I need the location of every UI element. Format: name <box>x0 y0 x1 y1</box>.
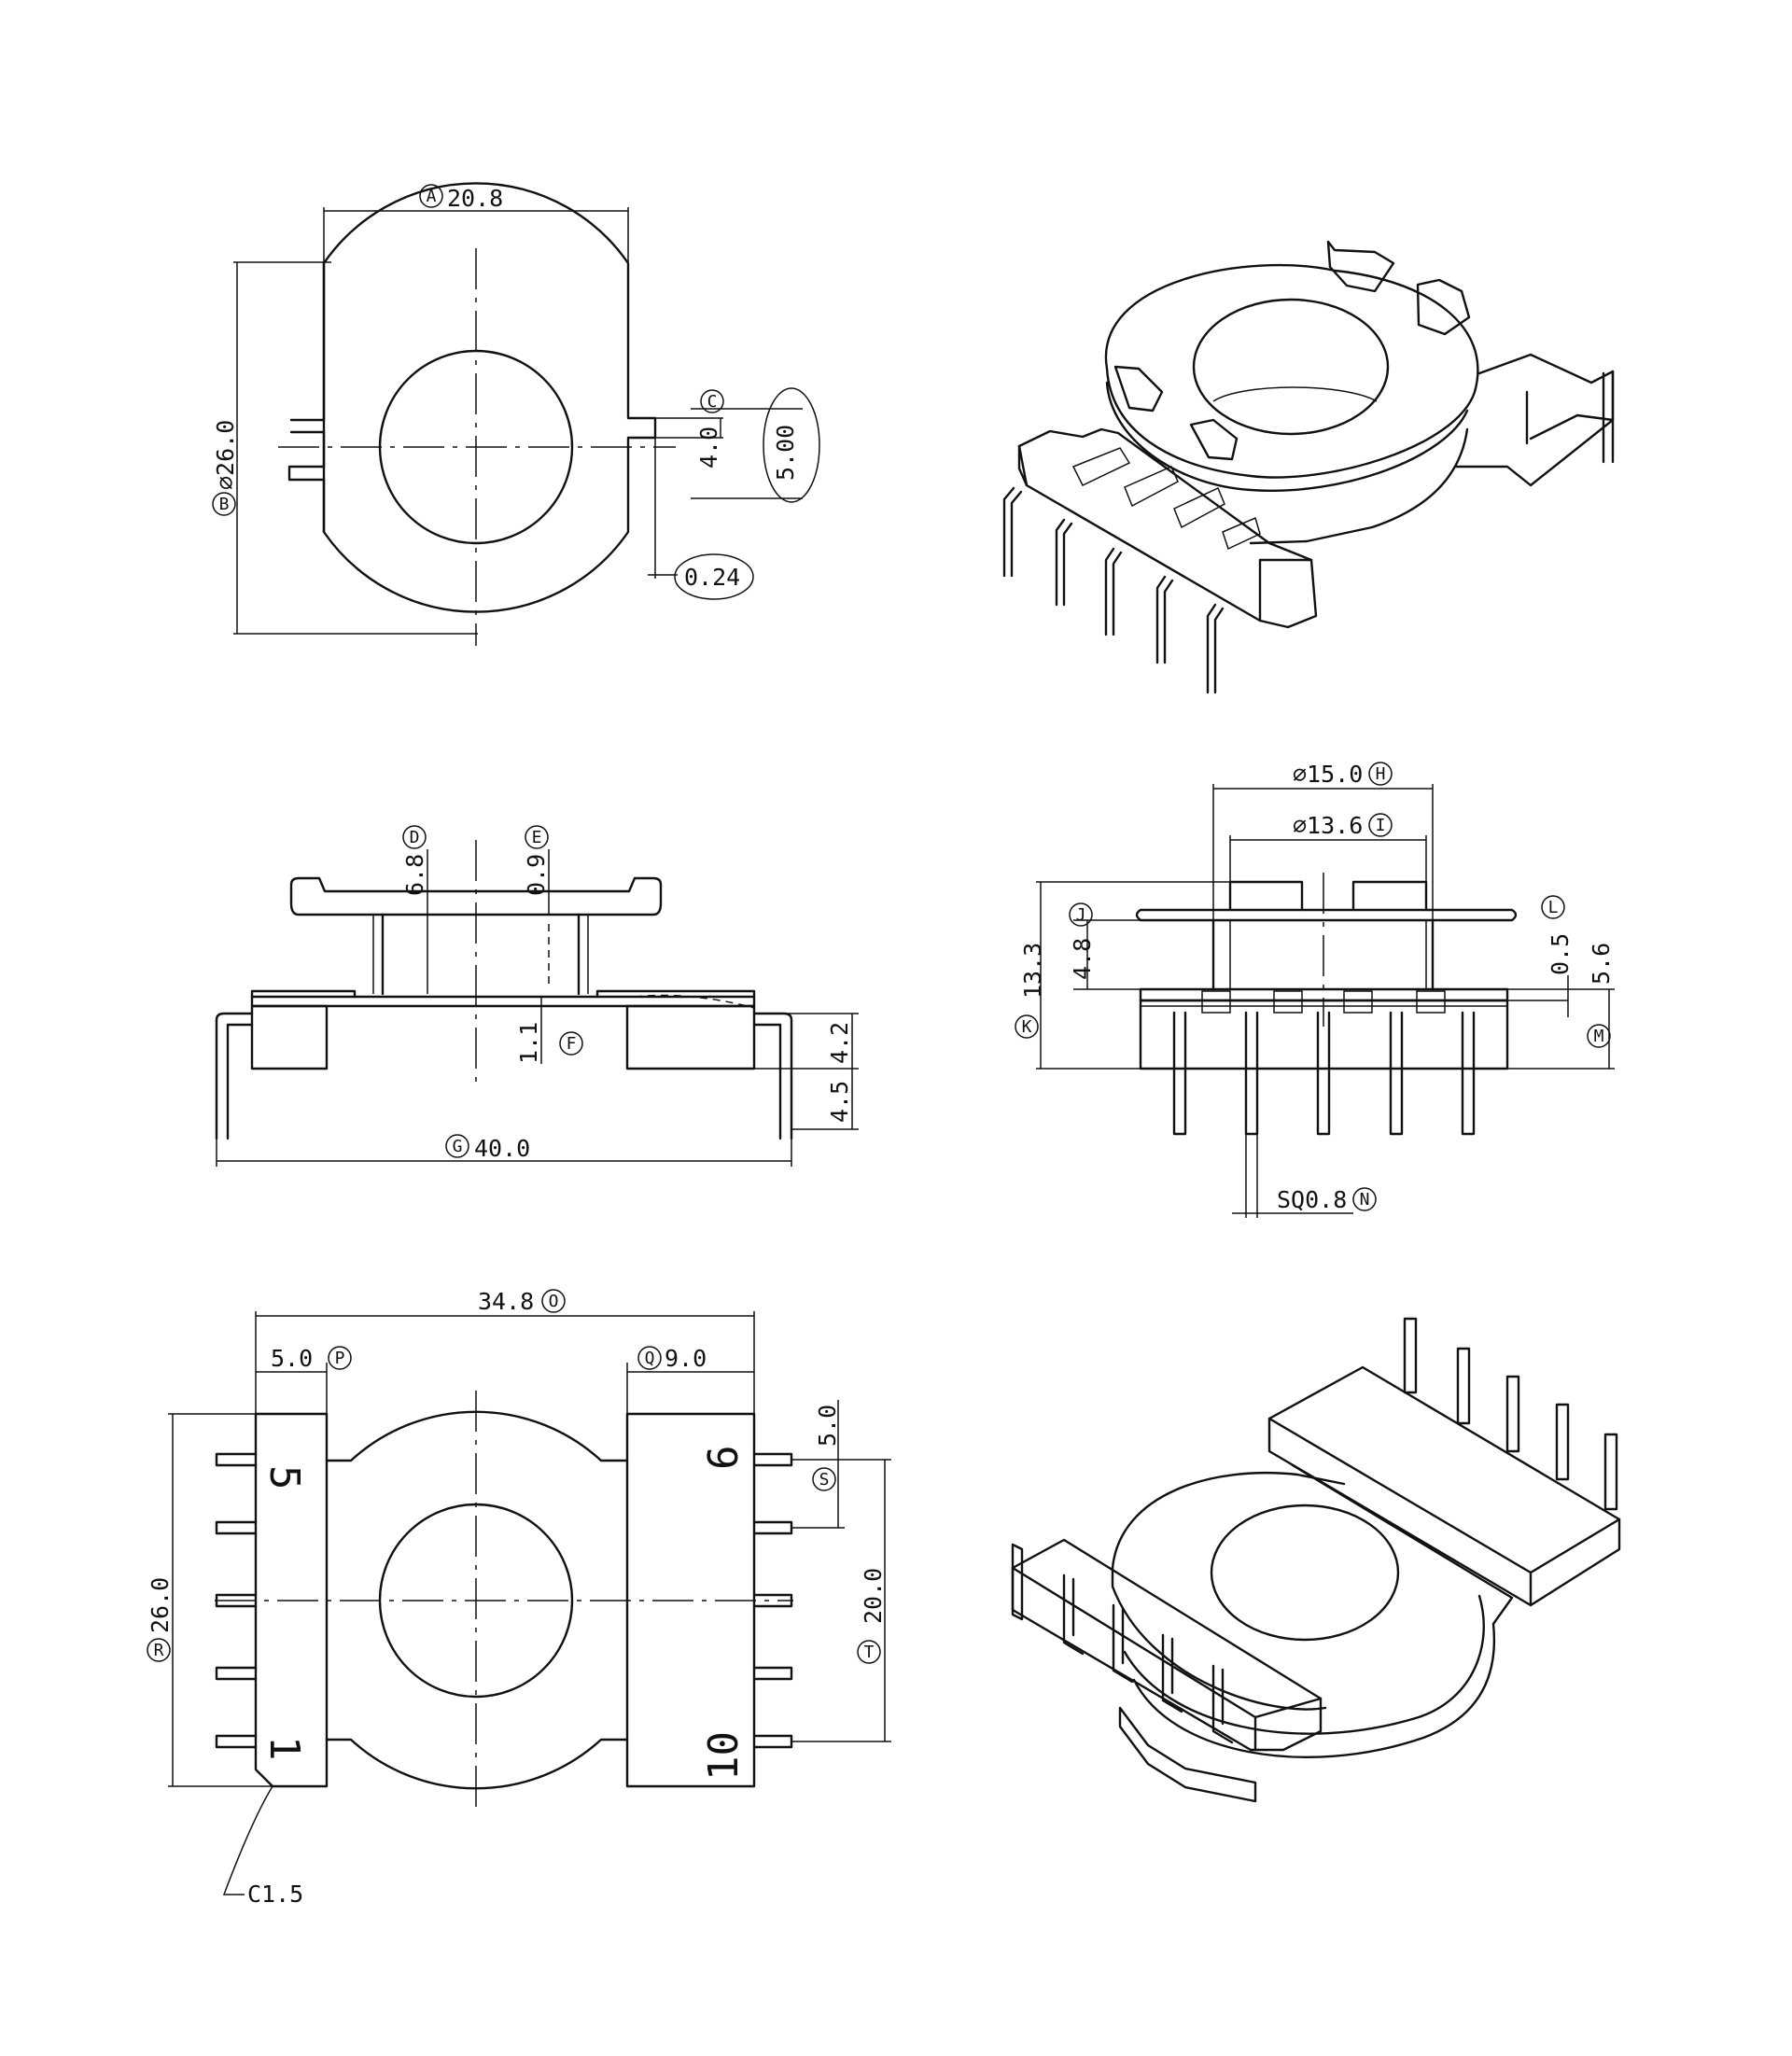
dim-E: 0.9 <box>523 854 550 896</box>
svg-text:C: C <box>707 392 718 412</box>
dim-N: SQ0.8 <box>1277 1186 1347 1213</box>
dim-C-box-frame <box>763 387 820 503</box>
dim-Q: 9.0 <box>665 1345 707 1372</box>
svg-text:B: B <box>219 495 230 514</box>
svg-text:Q: Q <box>645 1349 655 1368</box>
isometric-view-bottom <box>1011 1317 1621 1803</box>
svg-text:D: D <box>410 828 420 847</box>
top-view: A 20.8 B ⌀26.0 C 4.0 5.00 0.24 <box>212 182 820 646</box>
bubble-N: N <box>1352 1187 1377 1211</box>
isometric-view-top <box>1002 240 1615 694</box>
bubble-K: K <box>1015 1014 1039 1039</box>
svg-text:J: J <box>1076 905 1086 925</box>
pin-label-6: 6 <box>700 1446 748 1471</box>
svg-text:G: G <box>453 1137 463 1156</box>
svg-text:N: N <box>1360 1190 1370 1210</box>
bubble-M: M <box>1587 1024 1611 1048</box>
dim-4-2: 4.2 <box>826 1022 853 1064</box>
dim-O: 34.8 <box>478 1288 534 1315</box>
dim-M: 5.6 <box>1588 943 1615 985</box>
pin-label-5: 5 <box>260 1465 308 1490</box>
dim-chamfer: C1.5 <box>247 1881 303 1908</box>
svg-text:L: L <box>1548 898 1559 917</box>
bottom-view: 5 1 6 10 34.8 O 5.0 P Q 9.0 R 26.0 5.0 S… <box>147 1288 891 1908</box>
dim-D: 6.8 <box>401 854 428 896</box>
bubble-L: L <box>1541 895 1565 919</box>
dim-I: ⌀13.6 <box>1293 812 1363 839</box>
dim-B: ⌀26.0 <box>212 420 239 490</box>
bubble-O: O <box>541 1289 566 1313</box>
bubble-T: T <box>857 1640 881 1664</box>
dim-L: 0.5 <box>1547 933 1574 975</box>
side-view: ⌀15.0 H ⌀13.6 I J 4.8 K 13.3 L 0.5 M 5.6 <box>1015 761 1615 1218</box>
svg-text:F: F <box>567 1034 577 1054</box>
bubble-I: I <box>1368 813 1393 837</box>
bubble-A: A <box>419 184 443 208</box>
svg-text:P: P <box>335 1349 345 1368</box>
svg-text:R: R <box>154 1641 164 1660</box>
svg-text:K: K <box>1022 1017 1032 1037</box>
top-view-notch-left <box>289 261 326 534</box>
dim-H: ⌀15.0 <box>1293 761 1363 788</box>
svg-text:T: T <box>864 1643 875 1662</box>
dim-4-5: 4.5 <box>826 1081 853 1123</box>
svg-text:E: E <box>532 828 542 847</box>
bubble-D: D <box>402 825 427 849</box>
svg-text:S: S <box>819 1470 830 1490</box>
bubble-J: J <box>1069 902 1093 927</box>
svg-text:H: H <box>1376 764 1386 784</box>
dim-P: 5.0 <box>271 1345 313 1372</box>
svg-text:O: O <box>549 1292 559 1311</box>
bubble-F: F <box>559 1031 583 1056</box>
dim-C: 4.0 <box>695 427 722 469</box>
svg-text:I: I <box>1376 816 1386 835</box>
bubble-P: P <box>328 1346 352 1370</box>
dim-J: 4.8 <box>1069 938 1096 980</box>
bubble-C: C <box>700 389 724 413</box>
dim-A: 20.8 <box>447 185 503 212</box>
top-view-flange-outline <box>287 182 657 613</box>
dim-K: 13.3 <box>1019 943 1046 999</box>
pin-label-1: 1 <box>260 1736 308 1761</box>
bubble-Q: Q <box>637 1346 662 1370</box>
pin-label-10: 10 <box>700 1731 748 1781</box>
dim-C-box: 5.00 <box>772 425 799 481</box>
front-view: D 6.8 E 0.9 F 1.1 4.2 4.5 G 40.0 <box>215 825 859 1167</box>
dim-S: 5.0 <box>814 1405 841 1447</box>
svg-text:A: A <box>427 187 437 206</box>
dim-R: 26.0 <box>147 1577 174 1633</box>
dim-G: 40.0 <box>474 1135 530 1162</box>
tolerance-frame <box>674 553 754 600</box>
bubble-E: E <box>525 825 549 849</box>
tolerance-value: 0.24 <box>684 564 740 591</box>
svg-text:M: M <box>1594 1027 1604 1046</box>
bubble-R: R <box>147 1638 171 1662</box>
dim-F: 1.1 <box>515 1022 542 1064</box>
bubble-H: H <box>1368 762 1393 786</box>
bubble-G: G <box>445 1134 469 1158</box>
dim-T: 20.0 <box>860 1568 887 1624</box>
bubble-B: B <box>212 492 236 516</box>
bubble-S: S <box>812 1467 836 1491</box>
